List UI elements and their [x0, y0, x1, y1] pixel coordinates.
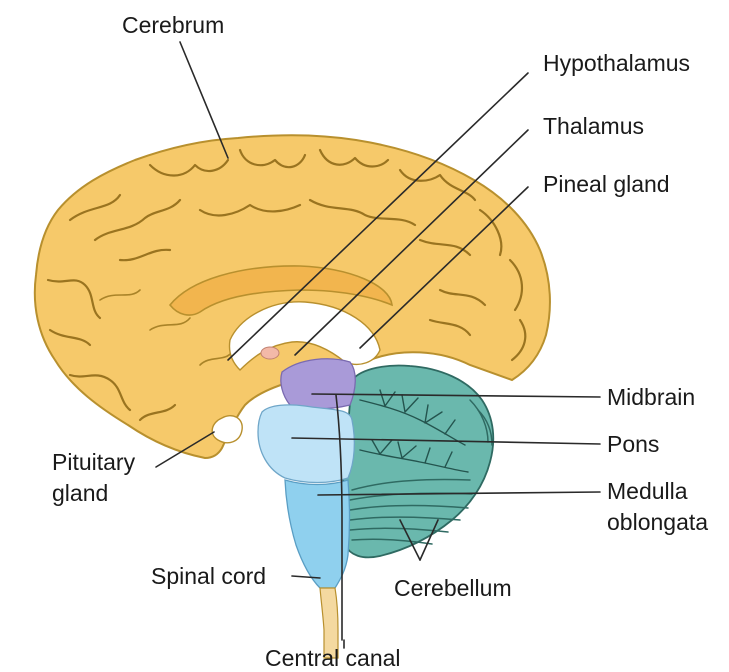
label-medulla-line1: Medulla [607, 478, 688, 504]
leader-cerebrum [180, 42, 228, 158]
label-cerebrum: Cerebrum [122, 12, 224, 38]
label-thalamus: Thalamus [543, 113, 644, 139]
mammillary-body [261, 347, 279, 359]
label-cerebellum: Cerebellum [394, 575, 512, 601]
label-medulla-line2: oblongata [607, 509, 708, 535]
midbrain [281, 359, 355, 409]
label-pituitary-line1: Pituitary [52, 449, 136, 475]
label-pineal-gland: Pineal gland [543, 171, 670, 197]
label-spinal-cord: Spinal cord [151, 563, 266, 589]
label-pituitary-line2: gland [52, 480, 108, 506]
label-central-canal: Central canal [265, 645, 401, 671]
label-midbrain: Midbrain [607, 384, 695, 410]
label-pons: Pons [607, 431, 659, 457]
medulla-oblongata [285, 480, 350, 588]
label-hypothalamus: Hypothalamus [543, 50, 690, 76]
